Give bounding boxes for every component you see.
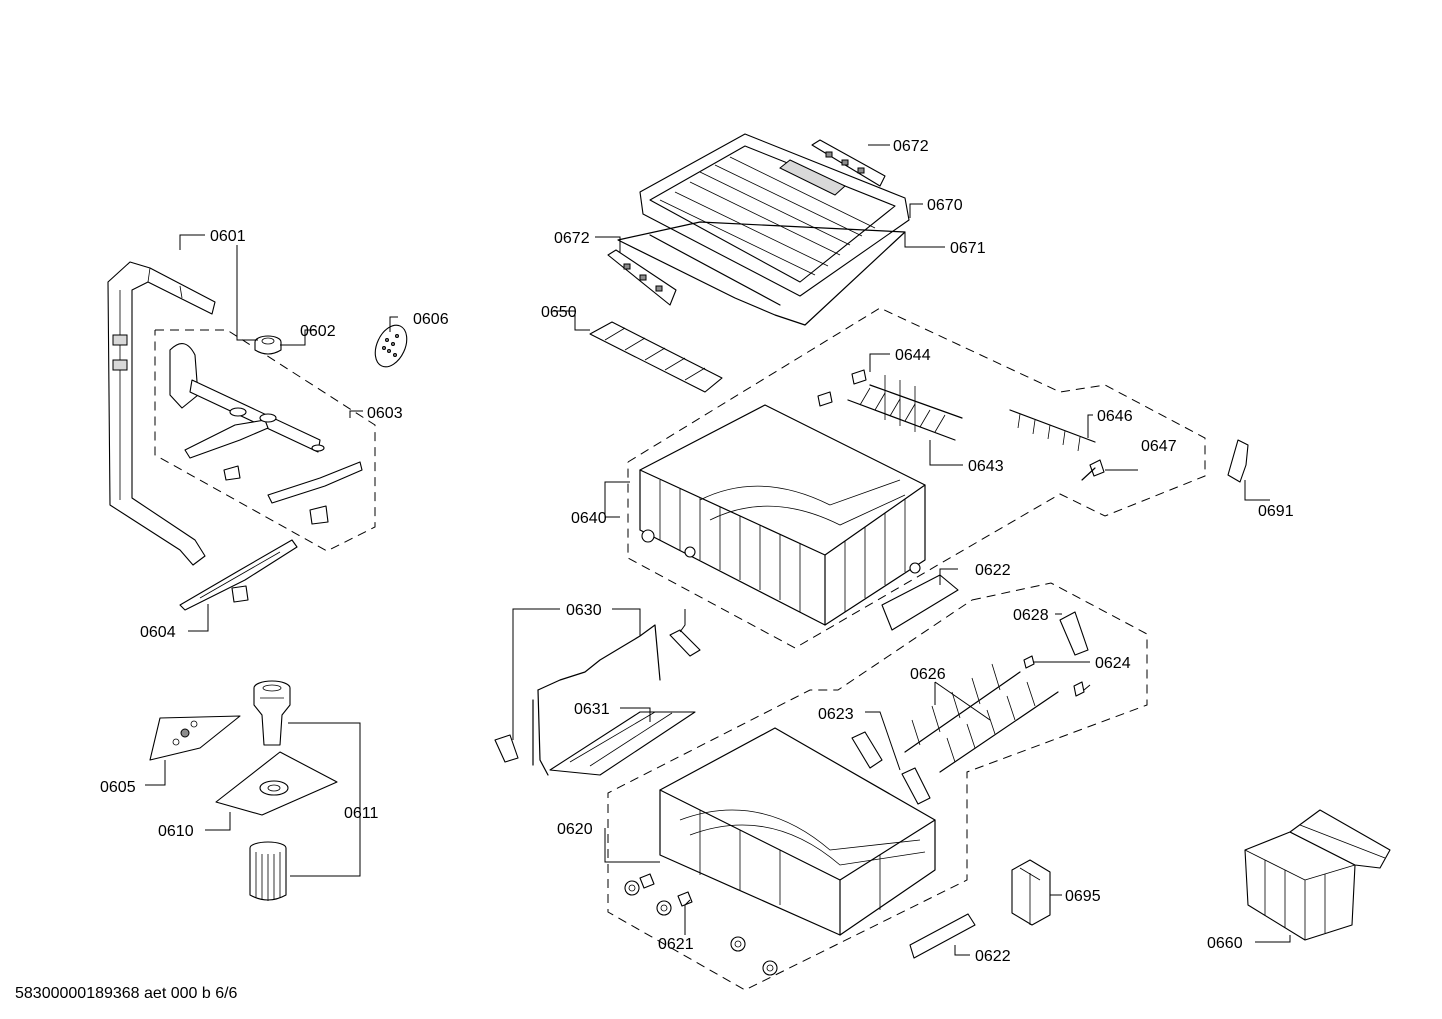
holder-0623 bbox=[851, 731, 931, 805]
callout-0624: 0624 bbox=[1095, 655, 1131, 672]
rack-insert-0650 bbox=[589, 321, 723, 393]
fine-filter-cylinder bbox=[249, 841, 287, 901]
disc-0606 bbox=[374, 324, 408, 368]
cover-0605 bbox=[149, 715, 241, 761]
cutlery-basket-0660 bbox=[1244, 809, 1391, 941]
holder-0628 bbox=[1059, 611, 1089, 656]
lower-basket-group-outline bbox=[607, 582, 1148, 991]
document-code: 58300000189368 aet 000 b 6/6 bbox=[15, 985, 238, 1002]
callout-0622-lower: 0622 bbox=[975, 948, 1011, 965]
callout-0602: 0602 bbox=[300, 323, 336, 340]
micro-filter-0611 bbox=[253, 680, 291, 746]
tray-side-clip-0672-top bbox=[811, 139, 886, 187]
cover-strip-0622-lower bbox=[909, 913, 976, 959]
fold-tine-0631 bbox=[549, 711, 696, 776]
callout-0606: 0606 bbox=[413, 311, 449, 328]
callout-labels: 0601 0602 0606 0603 0604 0605 0610 0611 … bbox=[100, 138, 1294, 965]
tray-frame-0671 bbox=[617, 221, 906, 326]
callout-0631: 0631 bbox=[574, 701, 610, 718]
callout-0623: 0623 bbox=[818, 706, 854, 723]
callout-0626: 0626 bbox=[910, 666, 946, 683]
callout-0647: 0647 bbox=[1141, 438, 1177, 455]
nut-0602 bbox=[254, 335, 282, 355]
upper-basket-group-outline bbox=[627, 307, 1206, 649]
callout-0622-upper: 0622 bbox=[975, 562, 1011, 579]
upper-basket-0640 bbox=[639, 404, 926, 626]
callout-0610: 0610 bbox=[158, 823, 194, 840]
callout-0605: 0605 bbox=[100, 779, 136, 796]
handle-0691 bbox=[1227, 439, 1249, 483]
spray-arm-0604 bbox=[179, 539, 298, 611]
callout-0670: 0670 bbox=[927, 197, 963, 214]
clip-0644 bbox=[817, 369, 867, 407]
callout-0628: 0628 bbox=[1013, 607, 1049, 624]
callout-0601: 0601 bbox=[210, 228, 246, 245]
callout-0603: 0603 bbox=[367, 405, 403, 422]
wheels-0621 bbox=[624, 873, 778, 976]
callout-0691: 0691 bbox=[1258, 503, 1294, 520]
tray-side-clip-0672-left bbox=[607, 249, 677, 306]
callout-0630: 0630 bbox=[566, 602, 602, 619]
group-outlines bbox=[154, 307, 1206, 991]
callout-0672-left: 0672 bbox=[554, 230, 590, 247]
fold-tines-0626 bbox=[904, 663, 1059, 773]
flat-filter-0610 bbox=[215, 751, 338, 816]
callout-0611: 0611 bbox=[344, 805, 379, 822]
callout-0650: 0650 bbox=[541, 304, 577, 321]
clip-0624 bbox=[1023, 655, 1085, 697]
wire-frame-0630 bbox=[494, 624, 701, 776]
callout-0621: 0621 bbox=[658, 936, 694, 953]
insert-0695 bbox=[1011, 859, 1051, 926]
cutlery-tray-0670 bbox=[639, 133, 910, 297]
callout-0643: 0643 bbox=[968, 458, 1004, 475]
cover-strip-0622-upper bbox=[881, 574, 959, 631]
callout-0604: 0604 bbox=[140, 624, 176, 641]
callout-0660: 0660 bbox=[1207, 935, 1243, 952]
callout-0672-top: 0672 bbox=[893, 138, 929, 155]
callout-0695: 0695 bbox=[1065, 888, 1101, 905]
callout-0646: 0646 bbox=[1097, 408, 1133, 425]
cup-rack-0643 bbox=[847, 375, 963, 441]
lower-basket-0620 bbox=[659, 727, 936, 936]
callout-0644: 0644 bbox=[895, 347, 931, 364]
leader-lines bbox=[145, 144, 1291, 956]
spray-arm-assembly-0603 bbox=[169, 343, 363, 525]
spray-arm-group-outline bbox=[154, 329, 376, 552]
callout-0640: 0640 bbox=[571, 510, 607, 527]
rack-bar-0646 bbox=[1009, 409, 1096, 452]
hook-0647 bbox=[1081, 459, 1105, 481]
callout-0620: 0620 bbox=[557, 821, 593, 838]
callout-0671: 0671 bbox=[950, 240, 986, 257]
supply-pipe-0601 bbox=[107, 261, 216, 566]
